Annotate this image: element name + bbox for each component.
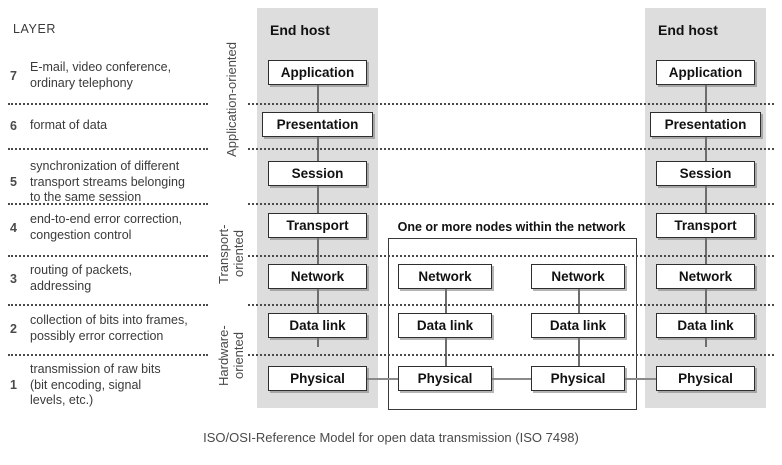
orientation-group-hardware-line2: oriented — [231, 332, 246, 380]
orientation-group-application-label: Application-oriented — [224, 42, 239, 157]
layer-description-5-line3: to the same session — [30, 190, 142, 204]
separator-2-1-left — [8, 354, 208, 356]
layer-number-6: 6 — [10, 118, 17, 133]
separator-6-5-right — [248, 148, 774, 150]
physical-link-lefthost-node1 — [367, 378, 399, 380]
separator-7-6-left — [8, 103, 208, 105]
layer-description-3: routing of packets, addressing — [30, 263, 132, 294]
layer-number-7: 7 — [10, 68, 17, 83]
layer-number-5: 5 — [10, 175, 17, 190]
right-host-layer-session[interactable]: Session — [656, 161, 755, 186]
node2-layer-datalink[interactable]: Data link — [531, 313, 625, 338]
layer-description-1: transmission of raw bits (bit encoding, … — [30, 362, 161, 409]
node2-layer-network[interactable]: Network — [531, 264, 625, 289]
layer-description-4-line2: congestion control — [30, 227, 132, 242]
separator-4-3-left — [8, 255, 208, 257]
right-host-layer-datalink[interactable]: Data link — [656, 313, 755, 338]
layer-description-5: synchronization of different transport s… — [30, 159, 185, 206]
node1-layer-physical[interactable]: Physical — [398, 366, 492, 391]
layer-description-1-line1: transmission of raw bits — [30, 362, 161, 376]
layer-description-7: E-mail, video conference, ordinary telep… — [30, 60, 171, 91]
orientation-group-hardware-line1: Hardware- — [216, 325, 231, 387]
layer-number-1: 1 — [10, 378, 17, 393]
diagram-caption: ISO/OSI-Reference Model for open data tr… — [203, 430, 579, 445]
layer-row-1: 1 transmission of raw bits (bit encoding… — [10, 362, 215, 409]
layer-description-4: end-to-end error correction, congestion … — [30, 212, 182, 243]
layer-description-1-line3: levels, etc.) — [30, 393, 94, 407]
physical-link-node2-righthost — [625, 378, 657, 380]
layer-row-6: 6 format of data — [10, 118, 215, 134]
layer-description-3-line1: routing of packets, — [30, 263, 133, 277]
layer-description-7-line1: E-mail, video conference, — [30, 60, 172, 74]
orientation-group-hardware: Hardware- oriented — [216, 306, 246, 406]
layer-row-3: 3 routing of packets, addressing — [10, 263, 215, 294]
layer-description-4-line1: end-to-end error correction, — [30, 212, 183, 226]
separator-7-6-right — [248, 103, 774, 105]
left-host-layer-physical[interactable]: Physical — [268, 366, 367, 391]
network-nodes-enclosure — [388, 238, 637, 410]
separator-4-3-right — [248, 255, 774, 257]
layer-description-6: format of data — [30, 118, 107, 134]
right-host-layer-physical[interactable]: Physical — [656, 366, 755, 391]
separator-5-4-left — [8, 203, 208, 205]
left-host-layer-session[interactable]: Session — [268, 161, 367, 186]
layer-description-7-line2: ordinary telephony — [30, 75, 133, 90]
separator-5-4-right — [248, 203, 774, 205]
separator-2-1-right — [248, 354, 774, 356]
right-host-layer-application[interactable]: Application — [656, 60, 755, 85]
node1-layer-network[interactable]: Network — [398, 264, 492, 289]
layer-row-4: 4 end-to-end error correction, congestio… — [10, 212, 215, 243]
node2-layer-physical[interactable]: Physical — [531, 366, 625, 391]
layer-number-2: 2 — [10, 321, 17, 336]
layer-description-3-line2: addressing — [30, 278, 92, 293]
layer-description-5-line1: synchronization of different — [30, 159, 180, 173]
orientation-group-application: Application-oriented — [224, 42, 239, 202]
layer-description-2: collection of bits into frames, possibly… — [30, 313, 188, 344]
separator-3-2-left — [8, 304, 208, 306]
orientation-group-transport-line2: oriented — [231, 230, 246, 278]
layer-description-6-line1: format of data — [30, 118, 108, 132]
layer-description-2-line1: collection of bits into frames, — [30, 313, 188, 327]
layer-row-7: 7 E-mail, video conference, ordinary tel… — [10, 60, 215, 91]
orientation-group-transport: Transport- oriented — [216, 206, 246, 302]
left-host-layer-datalink[interactable]: Data link — [268, 313, 367, 338]
layer-description-2-line2: possibly error correction — [30, 328, 164, 343]
right-host-layer-presentation[interactable]: Presentation — [650, 112, 761, 137]
separator-3-2-right — [248, 304, 774, 306]
physical-link-node1-node2 — [492, 378, 532, 380]
separator-6-5-left — [8, 148, 208, 150]
left-host-layer-transport[interactable]: Transport — [268, 213, 367, 238]
orientation-group-transport-line1: Transport- — [216, 224, 231, 284]
left-host-layer-network[interactable]: Network — [268, 264, 367, 289]
node1-layer-datalink[interactable]: Data link — [398, 313, 492, 338]
end-host-left-title: End host — [270, 22, 330, 38]
layer-row-2: 2 collection of bits into frames, possib… — [10, 313, 215, 344]
right-host-layer-network[interactable]: Network — [656, 264, 755, 289]
right-host-layer-transport[interactable]: Transport — [656, 213, 755, 238]
layer-number-4: 4 — [10, 220, 17, 235]
left-host-layer-presentation[interactable]: Presentation — [262, 112, 373, 137]
layer-row-5: 5 synchronization of different transport… — [10, 159, 215, 206]
left-host-layer-application[interactable]: Application — [268, 60, 367, 85]
layer-description-1-line2: (bit encoding, signal — [30, 377, 142, 392]
layer-column-heading: LAYER — [13, 22, 57, 36]
end-host-right-title: End host — [658, 22, 718, 38]
layer-number-3: 3 — [10, 271, 17, 286]
network-nodes-label: One or more nodes within the network — [397, 220, 626, 234]
layer-description-5-line2: transport streams belonging — [30, 174, 185, 189]
